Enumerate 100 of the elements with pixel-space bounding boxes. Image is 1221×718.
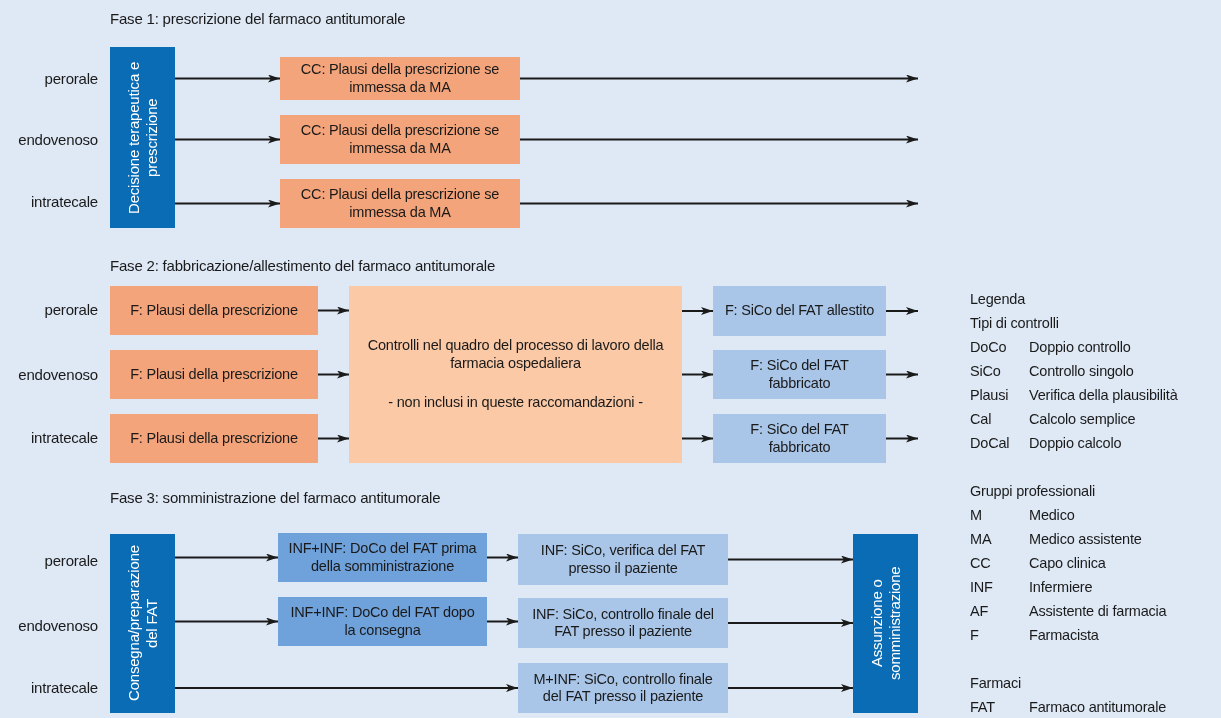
box-text: - non inclusi in queste raccomandazioni -	[388, 394, 643, 412]
legend-text: Verifica della plausibilità	[1029, 387, 1178, 403]
box-text: F: SiCo del FAT fabbricato	[749, 421, 850, 456]
legend-text: M	[970, 507, 982, 523]
process-box	[280, 179, 520, 228]
legend-text: Legenda	[970, 291, 1026, 307]
row-label: perorale	[44, 551, 98, 569]
legend-text: Doppio controllo	[1029, 339, 1131, 355]
box-text: F: Plausi della prescrizione	[130, 365, 298, 384]
box-text: INF: SiCo, controllo finale del FAT presso il paziente	[531, 605, 715, 641]
legend-text: MA	[970, 531, 992, 547]
arrow	[727, 684, 854, 692]
arrow	[317, 370, 350, 379]
process-box	[110, 350, 318, 399]
box-text: Controlli nel quadro del processo di lavoro della farmacia ospedaliera	[366, 337, 665, 373]
row-label: perorale	[44, 300, 98, 318]
process-box	[280, 115, 520, 164]
arrow	[174, 74, 281, 83]
phase-title: Fase 3: somministrazione del farmaco antitumorale	[110, 488, 441, 506]
row-label: endovenoso	[18, 365, 98, 383]
box-text: INF+INF: DoCo del FAT prima della somministrazione	[287, 540, 478, 575]
arrow	[486, 617, 519, 626]
legend-text: Assistente di farmacia	[1029, 603, 1167, 619]
row-label: intratecale	[31, 192, 98, 210]
arrow	[681, 370, 714, 379]
process-box	[110, 286, 318, 335]
legend-text: Farmacista	[1029, 627, 1099, 643]
row-label: intratecale	[31, 428, 98, 446]
legend-text: DoCal	[970, 435, 1010, 451]
arrow	[727, 619, 854, 627]
legend-text: Farmaco antitumorale	[1029, 699, 1167, 715]
legend-text: Farmaci	[970, 675, 1021, 691]
legend-text: Cal	[970, 411, 992, 427]
arrow	[519, 199, 919, 208]
legend-text: Medico assistente	[1029, 531, 1142, 547]
box-text: INF+INF: DoCo del FAT dopo la consegna	[289, 604, 476, 639]
legend-text: SiCo	[970, 363, 1001, 379]
box-text: F: Plausi della prescrizione	[130, 301, 298, 320]
box-text: CC: Plausi della prescrizione se immessa da MA	[299, 186, 501, 221]
arrow	[885, 307, 919, 315]
legend-text: Gruppi professionali	[970, 483, 1095, 499]
legend-text: FAT	[970, 699, 995, 715]
row-label: endovenoso	[18, 130, 98, 148]
box-text: Assunzione o somministrazione	[867, 565, 904, 683]
process-box	[518, 534, 728, 585]
arrow	[317, 434, 350, 443]
box-text: M+INF: SiCo, controllo finale del FAT presso il paziente	[532, 670, 714, 706]
arrow	[174, 135, 281, 144]
arrow	[174, 553, 279, 562]
row-label: perorale	[44, 69, 98, 87]
arrow	[519, 135, 919, 144]
box-text: Decisione terapeutica e prescrizione	[124, 60, 161, 216]
box-text: F: SiCo del FAT fabbricato	[749, 357, 850, 392]
legend-text: Plausi	[970, 387, 1009, 403]
legend-text: F	[970, 627, 979, 643]
legend-text: CC	[970, 555, 991, 571]
stage-bar	[853, 534, 918, 713]
arrow	[317, 306, 350, 315]
legend-text: Capo clinica	[1029, 555, 1106, 571]
stage-bar	[110, 534, 175, 713]
stage-bar	[110, 47, 175, 228]
row-label: intratecale	[31, 678, 98, 696]
phase-title: Fase 2: fabbricazione/allestimento del farmaco antitumorale	[110, 256, 496, 274]
box-text: F: SiCo del FAT allestito	[724, 302, 875, 320]
process-box	[110, 414, 318, 463]
legend-text: Tipi di controlli	[970, 315, 1059, 331]
process-box	[280, 57, 520, 100]
process-box	[713, 286, 886, 336]
process-box	[278, 533, 487, 582]
legend-text: Doppio calcolo	[1029, 435, 1122, 451]
process-box	[278, 597, 487, 646]
box-text: Consegna/preparazione del FAT	[124, 544, 161, 704]
arrow	[681, 307, 714, 315]
process-box	[349, 286, 682, 463]
box-text: INF: SiCo, verifica del FAT presso il paziente	[539, 542, 707, 577]
arrow	[727, 555, 854, 564]
process-box	[713, 350, 886, 399]
legend-text: INF	[970, 579, 993, 595]
box-text: CC: Plausi della prescrizione se immessa da MA	[299, 61, 501, 96]
legend-text: Infermiere	[1029, 579, 1093, 595]
arrow	[174, 617, 279, 626]
arrow	[174, 684, 519, 692]
legend-text: Controllo singolo	[1029, 363, 1134, 379]
process-box	[713, 414, 886, 463]
box-text: CC: Plausi della prescrizione se immessa da MA	[299, 122, 501, 157]
arrow	[174, 199, 281, 208]
legend-text: Calcolo semplice	[1029, 411, 1136, 427]
process-box	[518, 663, 728, 713]
row-label: endovenoso	[18, 616, 98, 634]
arrow	[519, 74, 919, 83]
process-box	[518, 598, 728, 648]
arrow	[885, 370, 919, 379]
arrow	[885, 434, 919, 443]
legend-text: DoCo	[970, 339, 1007, 355]
legend-text: Medico	[1029, 507, 1075, 523]
legend-text: AF	[970, 603, 989, 619]
arrow	[681, 434, 714, 443]
phase-title: Fase 1: prescrizione del farmaco antitumorale	[110, 9, 406, 27]
arrow	[486, 553, 519, 562]
box-text: F: Plausi della prescrizione	[130, 429, 298, 448]
